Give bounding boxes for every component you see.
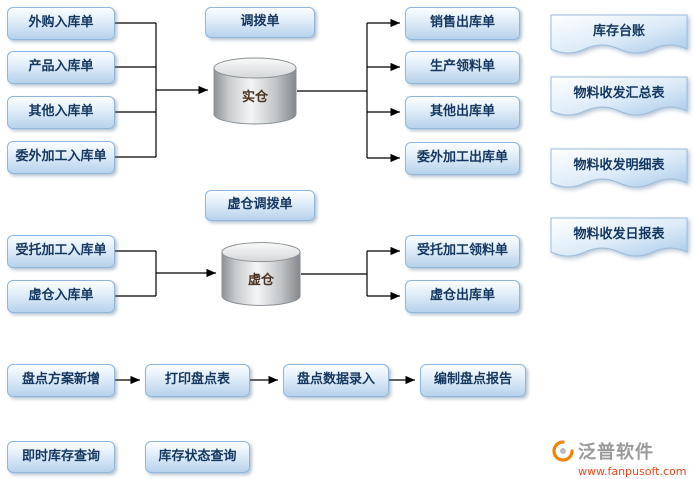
cylinder-shape [213,57,297,125]
virtual-transfer-node: 虚仓调拨单 [205,190,315,221]
virtual-warehouse-cylinder: 虚仓 [221,240,301,308]
virtual-outbound-node: 虚仓出库单 [405,280,520,313]
document-shape [550,14,688,54]
document-shape [550,148,688,188]
production-issue-node: 生产领料单 [405,51,520,84]
fanpu-logo: 泛普软件 www.fanpusoft.com [552,438,690,478]
report-label: 物料收发日报表 [573,227,665,242]
report-label: 物料收发汇总表 [573,86,665,101]
report-label: 库存台账 [592,24,645,39]
realtime-stock-query-node: 即时库存查询 [7,441,115,473]
stocktake-create-node: 盘点方案新增 [7,364,115,397]
stock-status-query-node: 库存状态查询 [145,441,250,473]
fanpu-logo-text: 泛普软件 [578,442,654,463]
inout-daily-report: 物料收发日报表 [550,217,688,263]
stocktake-print-node: 打印盘点表 [145,364,250,397]
virtual-warehouse-label: 虚仓 [247,273,274,288]
fanpu-url: www.fanpusoft.com [578,465,687,478]
report-label: 物料收发明细表 [573,158,665,173]
fanpu-logo-icon [552,440,574,462]
stocktake-report-node: 编制盘点报告 [420,364,526,397]
document-shape [550,217,688,257]
inout-detail-report: 物料收发明细表 [550,148,688,194]
real-warehouse-cylinder: 实仓 [213,57,297,125]
inventory-ledger-report: 库存台账 [550,14,688,60]
entrusted-inbound-node: 受托加工入库单 [7,235,115,268]
purchase-inbound-node: 外购入库单 [7,7,115,40]
other-outbound-node: 其他出库单 [405,96,520,129]
other-inbound-node: 其他入库单 [7,96,115,129]
stocktake-entry-node: 盘点数据录入 [283,364,389,397]
real-warehouse-label: 实仓 [241,90,268,105]
entrusted-issue-node: 受托加工领料单 [405,235,520,268]
inout-summary-report: 物料收发汇总表 [550,76,688,122]
virtual-inbound-node: 虚仓入库单 [7,280,115,313]
cylinder-shape [221,242,301,306]
outsource-outbound-node: 委外加工出库单 [405,142,520,175]
transfer-order-node: 调拨单 [205,7,315,38]
sales-outbound-node: 销售出库单 [405,7,520,40]
document-shape [550,76,688,116]
product-inbound-node: 产品入库单 [7,51,115,84]
outsource-inbound-node: 委外加工入库单 [7,141,115,174]
